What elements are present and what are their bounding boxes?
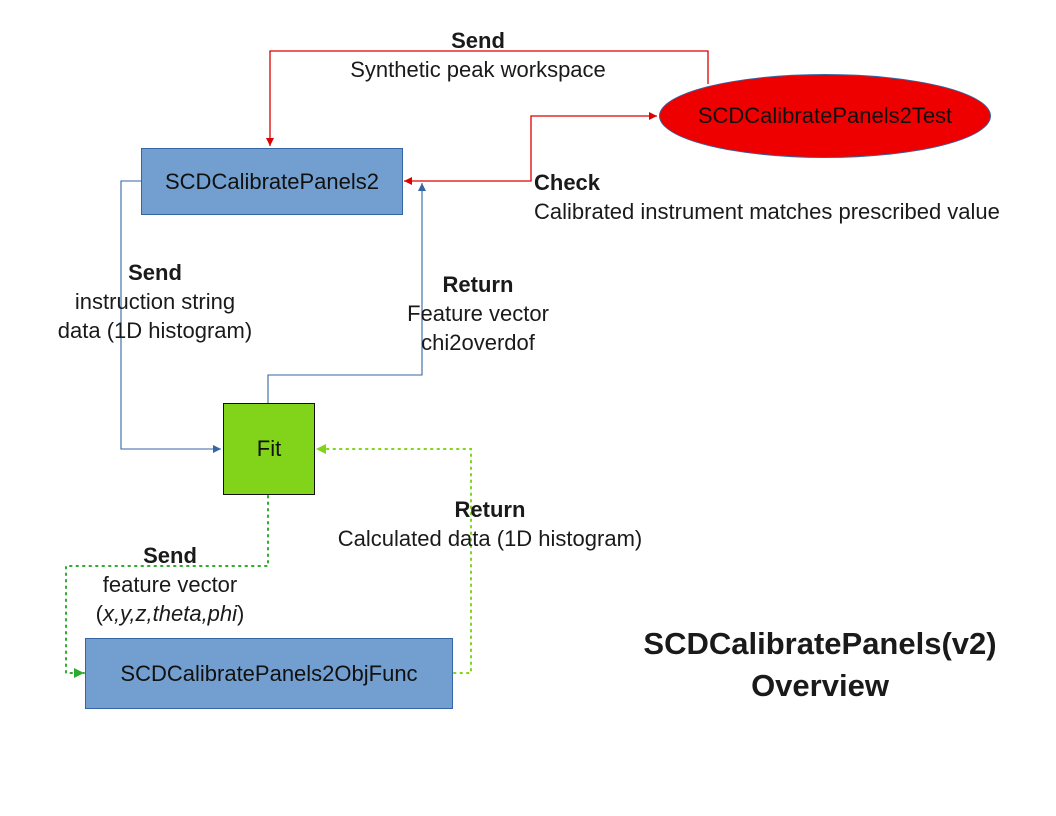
label-test-to-calibrate-head: Send [451,28,505,53]
label-fit-to-calibrate-body-2: chi2overdof [421,330,535,355]
edge-calibrate-to-test [404,112,657,185]
node-scdcalibratepanels2test[interactable]: SCDCalibratePanels2Test [659,74,991,158]
label-calibrate-to-fit-head: Send [128,260,182,285]
label-test-to-calibrate: Send Synthetic peak workspace [318,26,638,84]
node-scdcalibratepanels2objfunc[interactable]: SCDCalibratePanels2ObjFunc [85,638,453,709]
label-objfunc-to-fit-body: Calculated data (1D histogram) [337,526,643,551]
label-fit-to-calibrate: Return Feature vector chi2overdof [372,270,584,357]
edge-fit-to-calibrate [267,183,426,403]
label-fit-to-objfunc-paren-close: ) [237,601,245,626]
label-test-to-calibrate-body: Synthetic peak workspace [350,57,606,82]
node-scdcalibratepanels2[interactable]: SCDCalibratePanels2 [141,148,403,215]
label-calibrate-to-test-head: Check [534,170,601,195]
node-scdcalibratepanels2-label: SCDCalibratePanels2 [165,168,379,194]
label-fit-to-calibrate-body-1: Feature vector [407,301,549,326]
label-fit-to-objfunc-head: Send [143,543,197,568]
label-fit-to-objfunc-vars: x,y,z,theta,phi [102,601,238,626]
label-objfunc-to-fit-head: Return [454,497,526,522]
label-calibrate-to-fit-body-1: instruction string [74,289,236,314]
edge-test-to-calibrate [266,50,709,146]
diagram-title-line-2: Overview [751,668,889,703]
label-calibrate-to-test: Check Calibrated instrument matches pres… [534,168,1000,226]
diagram-title: SCDCalibratePanels(v2) Overview [600,623,1040,707]
label-fit-to-objfunc: Send feature vector (x,y,z,theta,phi) [60,541,280,628]
node-scdcalibratepanels2test-label: SCDCalibratePanels2Test [697,103,953,128]
label-fit-to-objfunc-paren-open: ( [95,601,103,626]
node-fit-label: Fit [256,436,282,461]
diagram-title-line-1: SCDCalibratePanels(v2) [643,626,997,661]
edge-fit-to-objfunc [65,495,269,678]
label-objfunc-to-fit: Return Calculated data (1D histogram) [300,495,680,553]
label-fit-to-objfunc-body-2: (x,y,z,theta,phi) [60,599,280,628]
edge-objfunc-to-fit [315,444,472,674]
label-fit-to-objfunc-body-1: feature vector [102,572,238,597]
label-calibrate-to-fit-body-2: data (1D histogram) [57,318,253,343]
node-fit[interactable]: Fit [223,403,315,495]
edge-calibrate-to-fit [120,180,221,453]
node-scdcalibratepanels2objfunc-label: SCDCalibratePanels2ObjFunc [120,660,418,686]
label-calibrate-to-fit: Send instruction string data (1D histogr… [30,258,280,345]
label-fit-to-calibrate-head: Return [442,272,514,297]
label-calibrate-to-test-body: Calibrated instrument matches prescribed… [534,199,1000,224]
